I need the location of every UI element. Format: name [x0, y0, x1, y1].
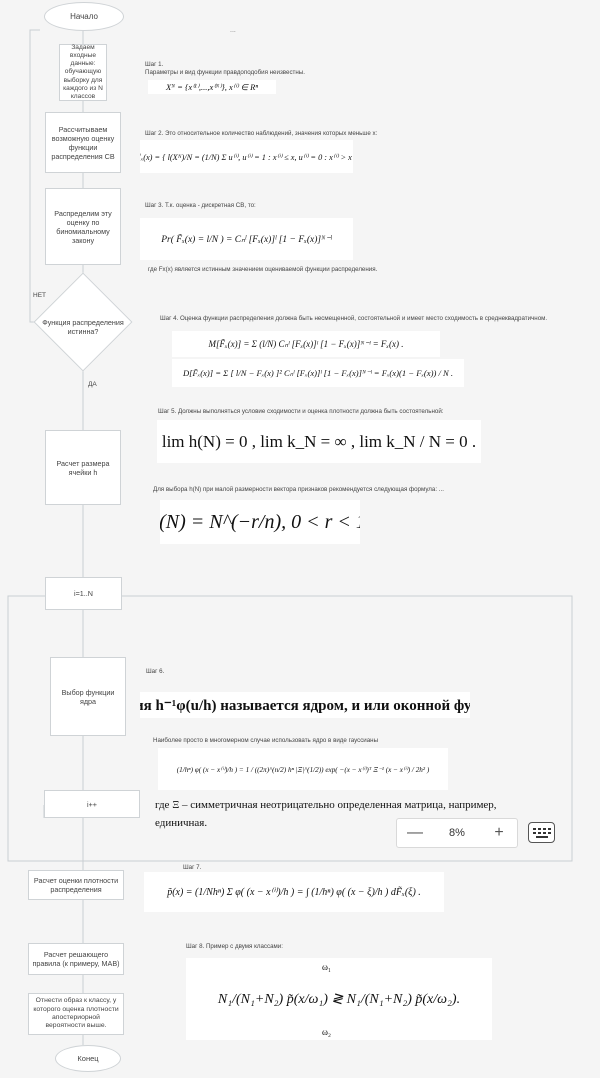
density-node[interactable]: Расчет оценки плотности распределения — [28, 870, 124, 900]
step5-formula: lim h(N) = 0 , lim k_N = ∞ , lim k_N / N… — [157, 420, 481, 463]
zoom-toolbar: — 8% + — [396, 818, 518, 848]
step6-note1: где Ξ – симметричная неотрицательно опре… — [155, 799, 497, 811]
step4-text: Шаг 4. Оценка функции распределения долж… — [160, 315, 548, 322]
step8-omega-bottom: ω₂ — [322, 1027, 332, 1037]
keyboard-icon[interactable] — [528, 822, 555, 843]
step4-formula-mean: M[F̃ₓ(x)] = Σ (l/N) Cₙˡ [Fₓ(x)]ˡ [1 − Fₓ… — [172, 331, 440, 357]
step8-text: Шаг 8. Пример с двумя классами: — [186, 943, 283, 950]
step1-title: Шаг 1. — [145, 61, 164, 68]
kernel-node[interactable]: Выбор функции ядра — [50, 657, 126, 736]
cell-size-node[interactable]: Расчет размера ячейки h — [45, 430, 121, 505]
step6-heading: Функция h⁻¹φ(u/h) называется ядром, и ил… — [140, 692, 470, 718]
zoom-out-icon[interactable]: — — [407, 824, 423, 841]
step3-formula: Pr( F̃ₓ(x) = l/N ) = Cₙˡ [Fₓ(x)]ˡ [1 − F… — [140, 218, 353, 260]
step5-formula-h: h(N) = N^(−r/n), 0 < r < 1. — [160, 500, 360, 544]
step1-text: Параметры и вид функции правдоподобия не… — [145, 69, 305, 76]
step6-text: Наиболее просто в многомерном случае исп… — [153, 737, 379, 744]
calc-estimate-node[interactable]: Рассчитываем возможную оценку функции ра… — [45, 112, 121, 173]
step2-formula: F̃ₓ(x) = { l(Xᴺ)/N = (1/N) Σ u⁽ⁱ⁾, u⁽ⁱ⁾ … — [140, 140, 353, 173]
decision-label: Функция распределения истинна? — [42, 318, 124, 336]
yes-label: ДА — [88, 381, 97, 388]
step5-note: Для выбора h(N) при малой размерности ве… — [153, 486, 444, 493]
top-ellipsis: ... — [230, 27, 236, 34]
zoom-value[interactable]: 8% — [449, 827, 465, 839]
step6-title: Шаг 6. — [146, 668, 165, 675]
input-data-node[interactable]: Задаем входные данные: обучающую выборку… — [59, 44, 107, 101]
step8-omega-top: ω₁ — [322, 962, 332, 972]
step4-formula-variance: D[F̃ₓ(x)] = Σ [ l/N − Fₓ(x) ]² Cₙˡ [Fₓ(x… — [172, 359, 464, 387]
step6-formula: (1/hⁿ) φ( (x − x⁽ⁱ⁾)/h ) = 1 / ((2π)^(n/… — [158, 748, 448, 790]
end-node[interactable]: Конец — [55, 1045, 121, 1072]
binomial-node[interactable]: Распределим эту оценку по биномиальному … — [45, 188, 121, 265]
step1-formula: Xᴺ = {x⁽¹⁾,...,x⁽ᴺ⁾}, x⁽ⁱ⁾ ∈ Rⁿ — [148, 80, 276, 94]
step6-note2: единичная. — [155, 817, 208, 829]
step7-formula: p̃(x) = (1/Nhⁿ) Σ φ( (x − x⁽ⁱ⁾)/h ) = ∫ … — [144, 872, 444, 912]
zoom-in-icon[interactable]: + — [494, 824, 504, 841]
loop-end-node[interactable]: i++ — [44, 790, 140, 818]
step2-text: Шаг 2. Это относительное количество набл… — [145, 130, 378, 137]
no-label: НЕТ — [33, 292, 46, 299]
step3-text: Шаг 3. Т.к. оценка - дискретная СВ, то: — [145, 202, 256, 209]
step3-note: где Fx(x) является истинным значением оц… — [148, 266, 378, 273]
step5-text: Шаг 5. Должны выполняться условие сходим… — [158, 408, 444, 415]
step7-title: Шаг 7. — [183, 864, 202, 871]
step8-formula: N₁/(N₁+N₂) p̃(x/ω₁) ≷ N₁/(N₁+N₂) p̃(x/ω₂… — [186, 958, 492, 1040]
decision-rule-node[interactable]: Расчет решающего правила (к примеру, МАВ… — [28, 943, 124, 975]
assign-class-node[interactable]: Отнести образ к классу, у которого оценк… — [28, 993, 124, 1035]
loop-start-node[interactable]: i=1..N — [45, 577, 122, 610]
start-node[interactable]: Начало — [44, 2, 124, 31]
